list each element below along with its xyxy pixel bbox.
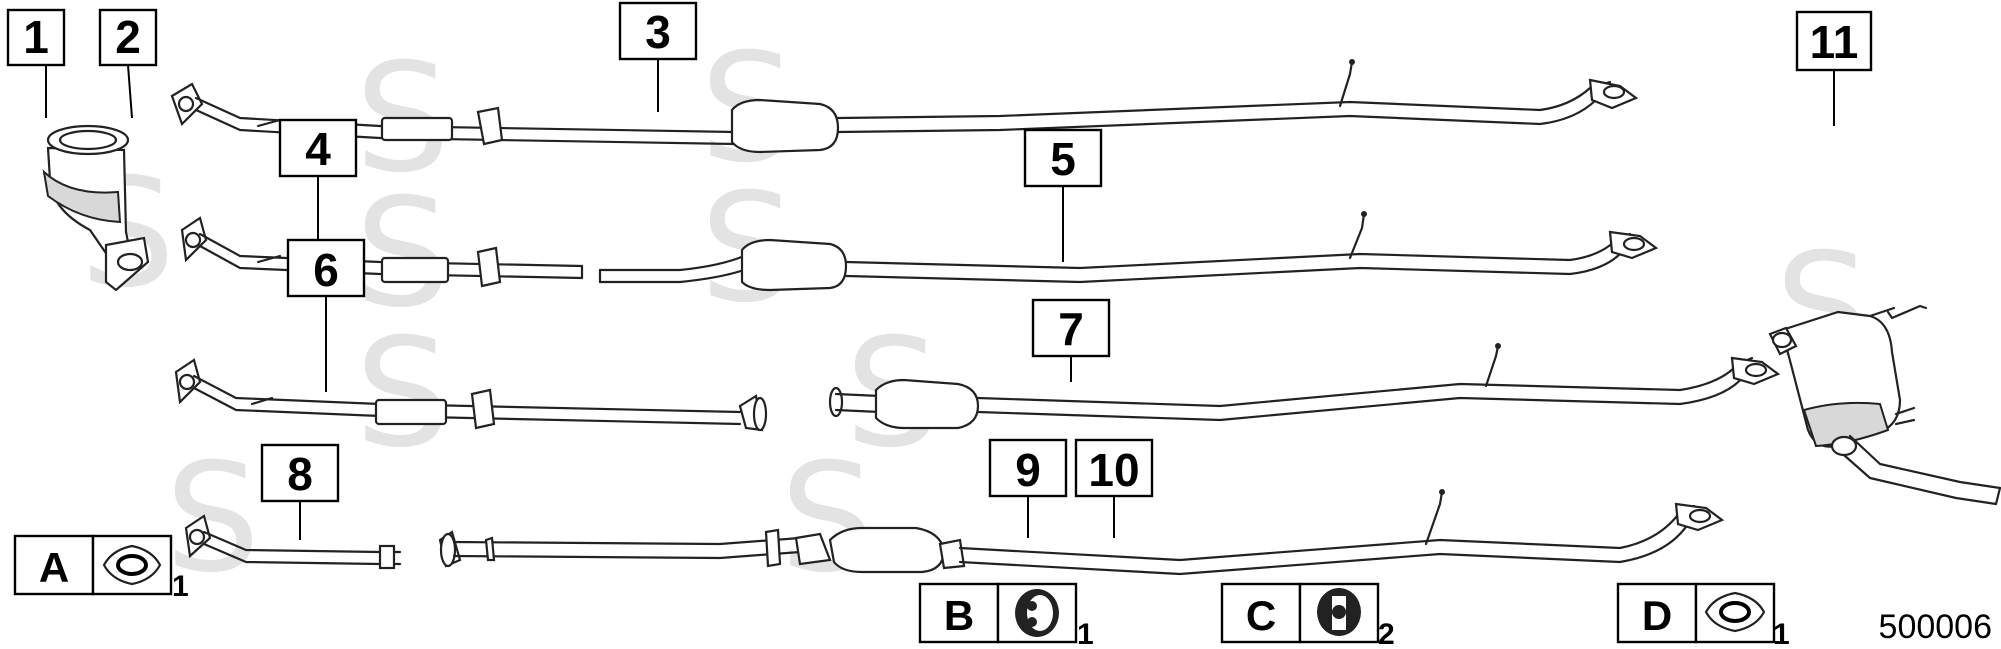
callout-5[interactable]: 5: [1023, 128, 1103, 188]
callout-4[interactable]: 4: [278, 118, 358, 178]
rubber-mount-icon: [1015, 589, 1059, 637]
exhaust-pipe-6: [174, 358, 768, 432]
legend-b[interactable]: B 1: [918, 582, 1094, 649]
svg-text:5: 5: [1050, 133, 1076, 185]
front-pipe-8: [184, 514, 402, 570]
svg-text:3: 3: [645, 6, 671, 58]
svg-text:7: 7: [1058, 303, 1084, 355]
callout-7[interactable]: 7: [1031, 298, 1111, 358]
callout-3[interactable]: 3: [618, 1, 698, 61]
svg-text:A: A: [39, 544, 69, 591]
svg-text:C: C: [1246, 592, 1276, 639]
svg-text:B: B: [944, 592, 974, 639]
svg-text:1: 1: [1773, 618, 1790, 649]
watermark: S: [355, 167, 450, 341]
front-catalytic-converter: [42, 124, 150, 292]
legend-c[interactable]: C 2: [1220, 582, 1395, 649]
callout-6[interactable]: 6: [286, 238, 366, 298]
svg-text:6: 6: [313, 244, 339, 296]
svg-text:1: 1: [172, 570, 189, 603]
svg-text:1: 1: [23, 11, 49, 63]
hanger-rubber-icon: [1317, 588, 1361, 636]
callout-9[interactable]: 9: [988, 438, 1068, 498]
rear-muffler: [1768, 304, 2001, 506]
watermarks: S S S S S S S S S S: [80, 22, 1870, 606]
svg-text:2: 2: [1378, 618, 1395, 649]
svg-text:2: 2: [115, 11, 141, 63]
svg-text:D: D: [1642, 592, 1672, 639]
gasket-icon: [102, 544, 162, 586]
exhaust-pipe-9-10: [438, 489, 1725, 576]
exhaust-pipe-7: [828, 343, 1781, 430]
callout-1[interactable]: 1: [6, 8, 66, 67]
legend-a[interactable]: A 1: [13, 534, 189, 603]
watermark: S: [780, 432, 875, 606]
legend-d[interactable]: D 1: [1616, 582, 1790, 649]
svg-text:11: 11: [1810, 16, 1859, 68]
svg-text:1: 1: [1077, 618, 1094, 649]
gasket-icon: [1704, 591, 1766, 633]
callout-11[interactable]: 11: [1795, 10, 1873, 72]
callout-2[interactable]: 2: [98, 8, 158, 67]
watermark: S: [165, 432, 260, 606]
exhaust-pipe-3: [170, 59, 1639, 154]
callout-10[interactable]: 10: [1074, 438, 1154, 498]
callout-8[interactable]: 8: [260, 443, 340, 503]
svg-text:10: 10: [1088, 444, 1139, 496]
diagram-number: 500006: [1879, 608, 1992, 646]
watermark: S: [355, 307, 450, 481]
svg-text:4: 4: [305, 123, 331, 175]
exhaust-pipe-5: [598, 211, 1659, 292]
svg-text:9: 9: [1015, 444, 1041, 496]
svg-text:8: 8: [287, 448, 313, 500]
